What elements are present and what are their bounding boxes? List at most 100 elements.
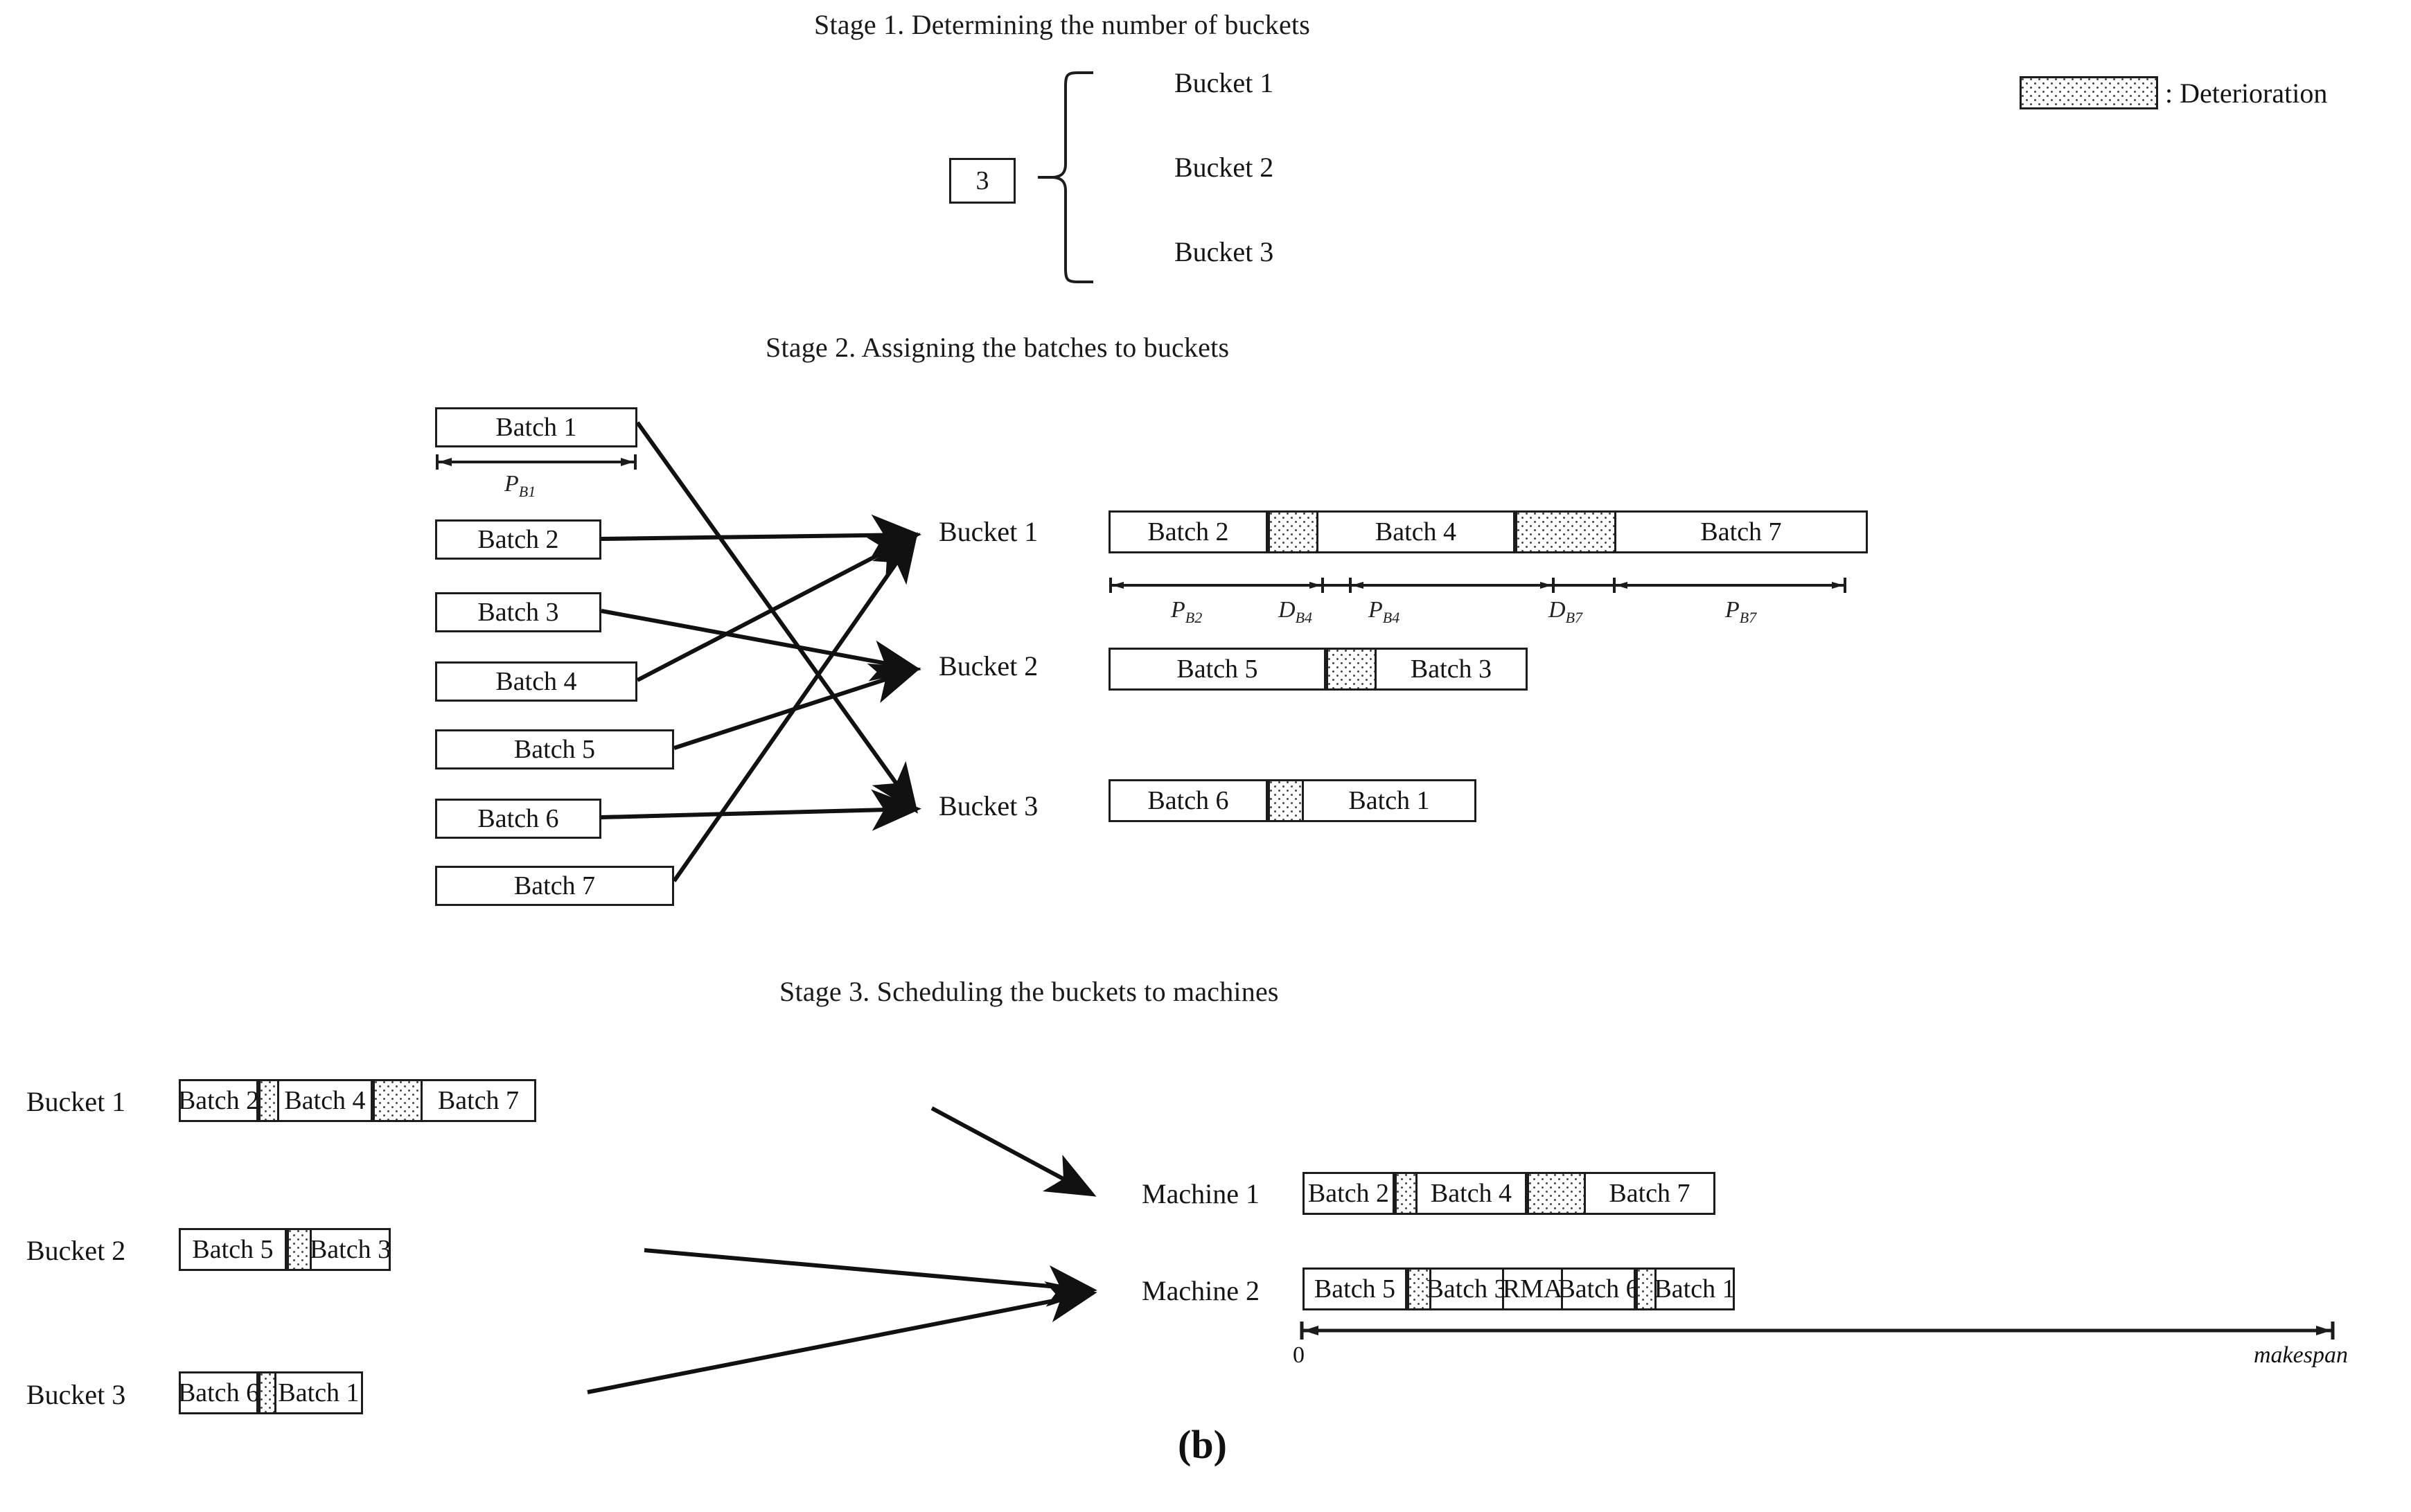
arrow-bucket3-to-machine2: [587, 1281, 1097, 1394]
stage2-dim-label-2: PB4: [1368, 597, 1399, 627]
dim-symbol: D: [1548, 597, 1566, 623]
gantt-segment-deterioration[interactable]: [1395, 1174, 1418, 1213]
stage2-bucket-3-label: Bucket 3: [939, 790, 1039, 821]
stage1-title: Stage 1. Determining the number of bucke…: [814, 9, 1310, 40]
stage3-bucket-2-label: Bucket 2: [26, 1235, 126, 1266]
stage1-bucket-2-label: Bucket 2: [1174, 152, 1274, 183]
dim-subscript: B7: [1565, 608, 1583, 626]
gantt-segment-batch[interactable]: Batch 4: [279, 1081, 373, 1120]
gantt-segment-batch[interactable]: Batch 2: [181, 1081, 259, 1120]
stage1-bucket-1-label: Bucket 1: [1174, 67, 1274, 98]
gantt-segment-batch[interactable]: Batch 6: [181, 1373, 259, 1412]
gantt-segment-batch[interactable]: Batch 6: [1557, 1270, 1639, 1308]
gantt-segment-batch[interactable]: Batch 1: [276, 1373, 361, 1412]
dim-subscript: B7: [1739, 608, 1757, 626]
dim-subscript: B4: [1295, 608, 1313, 626]
gantt-segment-batch[interactable]: Batch 3: [310, 1230, 389, 1269]
stage2-batch-box-5[interactable]: Batch 5: [435, 729, 674, 770]
legend: : Deterioration: [2020, 76, 2327, 109]
stage2-batch-box-7[interactable]: Batch 7: [435, 866, 674, 906]
gantt-segment-idle[interactable]: RMA: [1503, 1270, 1563, 1308]
stage2-batch-box-6[interactable]: Batch 6: [435, 799, 601, 839]
stage3-bucket-1-label: Bucket 1: [26, 1086, 126, 1117]
gantt-segment-batch[interactable]: Batch 1: [1304, 781, 1474, 820]
gantt-segment-batch[interactable]: Batch 1: [1654, 1270, 1733, 1308]
gantt-segment-deterioration[interactable]: [1515, 513, 1616, 551]
batch1-dimension-label: PB1: [504, 471, 536, 501]
gantt-segment-batch[interactable]: Batch 5: [1111, 650, 1326, 688]
stage2-bucket3-gantt[interactable]: Batch 6 Batch 1: [1109, 779, 1476, 822]
stage3-bucket2-gantt[interactable]: Batch 5 Batch 3: [179, 1228, 391, 1271]
gantt-segment-batch[interactable]: Batch 7: [423, 1081, 534, 1120]
batch1-dimension-line-icon: [436, 454, 637, 470]
arrow-bucket2-to-machine2: [644, 1248, 1097, 1307]
arrow-batch1-to-bucket3: [635, 421, 918, 814]
gantt-segment-deterioration[interactable]: [373, 1081, 423, 1120]
gantt-segment-batch[interactable]: Batch 5: [181, 1230, 287, 1269]
gantt-segment-batch[interactable]: Batch 2: [1305, 1174, 1395, 1213]
dim-symbol: P: [1171, 597, 1185, 623]
stage2-dim-label-1: DB4: [1278, 597, 1312, 627]
gantt-segment-deterioration[interactable]: [1326, 650, 1377, 688]
stage2-batch-box-4[interactable]: Batch 4: [435, 661, 637, 702]
arrow-batch7-to-bucket1: [672, 532, 918, 882]
stage2-bucket2-gantt[interactable]: Batch 5 Batch 3: [1109, 648, 1528, 691]
legend-label: : Deterioration: [2165, 77, 2328, 109]
batch1-dimension-symbol: P: [504, 471, 519, 497]
deterioration-swatch-icon: [2020, 76, 2158, 109]
gantt-segment-batch[interactable]: Batch 3: [1377, 650, 1526, 688]
stage3-bucket1-gantt[interactable]: Batch 2 Batch 4 Batch 7: [179, 1079, 536, 1122]
stage3-machine1-gantt[interactable]: Batch 2 Batch 4 Batch 7: [1302, 1172, 1715, 1215]
arrow-batch6-to-bucket3: [601, 789, 921, 831]
dim-subscript: B2: [1185, 608, 1203, 626]
gantt-segment-batch[interactable]: Batch 7: [1586, 1174, 1713, 1213]
stage3-bucket3-gantt[interactable]: Batch 6 Batch 1: [179, 1371, 363, 1414]
stage3-title: Stage 3. Scheduling the buckets to machi…: [779, 976, 1279, 1007]
gantt-segment-batch[interactable]: Batch 2: [1111, 513, 1268, 551]
stage1-brace-icon: [1038, 71, 1093, 283]
stage2-dim-label-0: PB2: [1171, 597, 1202, 627]
stage3-bucket-3-label: Bucket 3: [26, 1379, 126, 1410]
dim-symbol: D: [1278, 597, 1296, 623]
gantt-segment-deterioration[interactable]: [1636, 1270, 1657, 1308]
makespan-axis-end-label: makespan: [2254, 1342, 2348, 1368]
stage2-title: Stage 2. Assigning the batches to bucket…: [766, 332, 1230, 363]
gantt-segment-deterioration[interactable]: [258, 1081, 279, 1120]
gantt-segment-deterioration[interactable]: [1407, 1270, 1431, 1308]
gantt-segment-deterioration[interactable]: [1268, 781, 1304, 820]
stage2-dim-label-4: PB7: [1725, 597, 1756, 627]
arrow-batch4-to-bucket1: [636, 533, 921, 682]
stage2-batch-box-1[interactable]: Batch 1: [435, 407, 637, 447]
stage2-dim-label-3: DB7: [1548, 597, 1582, 627]
gantt-segment-deterioration[interactable]: [1268, 513, 1318, 551]
makespan-axis-icon: [1300, 1322, 2335, 1340]
stage2-bucket1-dimension-axis-icon: [1109, 578, 1846, 593]
gantt-segment-batch[interactable]: Batch 7: [1616, 513, 1866, 551]
stage3-machine-1-label: Machine 1: [1142, 1178, 1260, 1209]
stage2-batch-box-2[interactable]: Batch 2: [435, 519, 601, 560]
gantt-segment-deterioration[interactable]: [258, 1373, 276, 1412]
dim-symbol: P: [1725, 597, 1740, 623]
stage2-bucket-2-label: Bucket 2: [939, 650, 1039, 682]
bucket-count-box: 3: [949, 158, 1016, 204]
gantt-segment-batch[interactable]: Batch 6: [1111, 781, 1268, 820]
stage2-bucket1-gantt[interactable]: Batch 2 Batch 4 Batch 7: [1109, 510, 1868, 553]
gantt-segment-deterioration[interactable]: [1527, 1174, 1586, 1213]
arrow-batch3-to-bucket2: [601, 609, 921, 682]
stage1-bucket-3-label: Bucket 3: [1174, 236, 1274, 267]
makespan-axis-start-label: 0: [1293, 1342, 1305, 1368]
gantt-segment-batch[interactable]: Batch 4: [1418, 1174, 1527, 1213]
gantt-segment-batch[interactable]: Batch 3: [1426, 1270, 1508, 1308]
stage3-machine-2-label: Machine 2: [1142, 1275, 1260, 1306]
gantt-segment-deterioration[interactable]: [287, 1230, 312, 1269]
figure-caption: (b): [1178, 1422, 1227, 1467]
dim-subscript: B4: [1382, 608, 1400, 626]
stage2-batch-box-3[interactable]: Batch 3: [435, 592, 601, 632]
batch1-dimension-subscript: B1: [518, 482, 536, 500]
gantt-segment-batch[interactable]: Batch 4: [1318, 513, 1515, 551]
gantt-segment-batch[interactable]: Batch 5: [1305, 1270, 1407, 1308]
arrow-bucket1-to-machine1: [930, 1106, 1097, 1197]
